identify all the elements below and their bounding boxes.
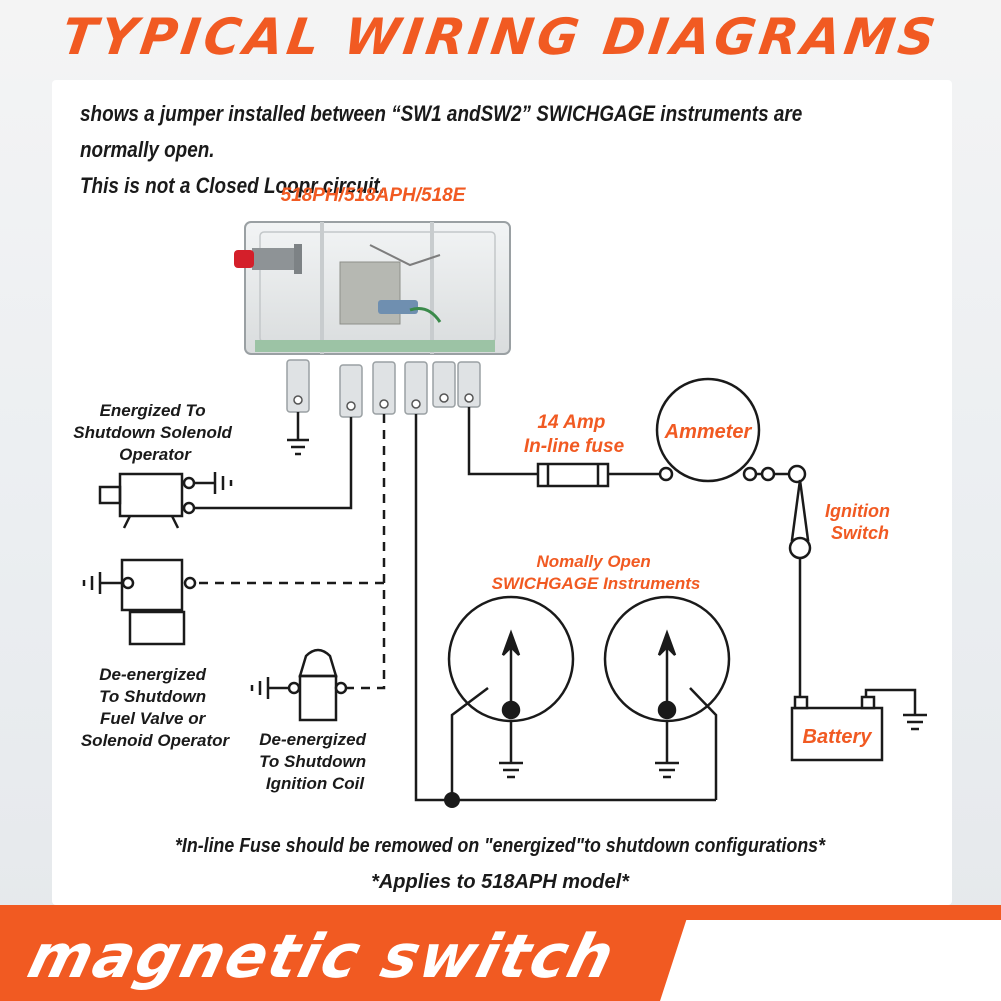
fuse-label: 14 Amp In-line fuse bbox=[524, 412, 625, 457]
fuel-valve-label: De-energized To Shutdown Fuel Valve or S… bbox=[81, 665, 231, 750]
ignition-switch-icon bbox=[787, 464, 812, 560]
battery-ground-icon bbox=[903, 713, 927, 731]
ignition-switch-label: Ignition Switch bbox=[825, 501, 895, 543]
wire-junction bbox=[444, 792, 460, 808]
black-labels: Energized To Shutdown Solenold Operator … bbox=[73, 401, 371, 793]
instruments-label: Nomally Open SWICHGAGE Instruments bbox=[492, 552, 701, 593]
applies-note: *Applies to 518APH model* bbox=[371, 871, 630, 893]
ignition-coil-label: De-energized To Shutdown Ignition Coil bbox=[259, 730, 371, 793]
reset-button bbox=[234, 250, 254, 268]
magnetic-switch-relay bbox=[234, 221, 511, 355]
fuel-valve-solenoid-icon bbox=[120, 558, 197, 646]
notes: *In-line Fuse should be remowed on "ener… bbox=[175, 835, 826, 893]
swichgage-instrument-2 bbox=[603, 595, 731, 800]
orange-labels: 14 Amp In-line fuse Ammeter Ignition Swi… bbox=[492, 412, 895, 748]
intro-line-2: This is not a Closed Loopr circuit. bbox=[80, 173, 385, 198]
ammeter-icon bbox=[655, 377, 776, 483]
intro-text: shows a jumper installed between “SW1 an… bbox=[80, 96, 820, 204]
relay-terminals bbox=[286, 359, 481, 418]
ignition-coil-icon bbox=[287, 648, 348, 722]
shutdown-solenoid-icon bbox=[98, 472, 196, 529]
relay-ground-icon bbox=[287, 438, 309, 456]
footer-accent bbox=[660, 920, 1001, 1001]
wires bbox=[195, 407, 917, 802]
energized-label: Energized To Shutdown Solenold Operator bbox=[73, 401, 236, 464]
battery-icon bbox=[790, 695, 884, 762]
intro-line-1: shows a jumper installed between “SW1 an… bbox=[80, 101, 803, 162]
gauge1-ground-icon bbox=[499, 715, 523, 779]
coil-ground-icon bbox=[250, 677, 290, 699]
swichgage-instrument-1 bbox=[447, 595, 575, 800]
fuse-note: *In-line Fuse should be remowed on "ener… bbox=[175, 835, 826, 857]
solenoid-ground-icon bbox=[195, 472, 233, 494]
gauge2-ground-icon bbox=[655, 715, 679, 779]
ammeter-label: Ammeter bbox=[664, 421, 753, 443]
battery-label: Battery bbox=[803, 726, 873, 748]
fuel-valve-ground-icon bbox=[82, 572, 122, 594]
model-label: 518PH/518APH/518E bbox=[281, 185, 467, 206]
inline-fuse-icon bbox=[536, 462, 610, 488]
ground-symbols bbox=[82, 438, 927, 779]
footer-brand-text: magnetic switch bbox=[21, 922, 623, 992]
